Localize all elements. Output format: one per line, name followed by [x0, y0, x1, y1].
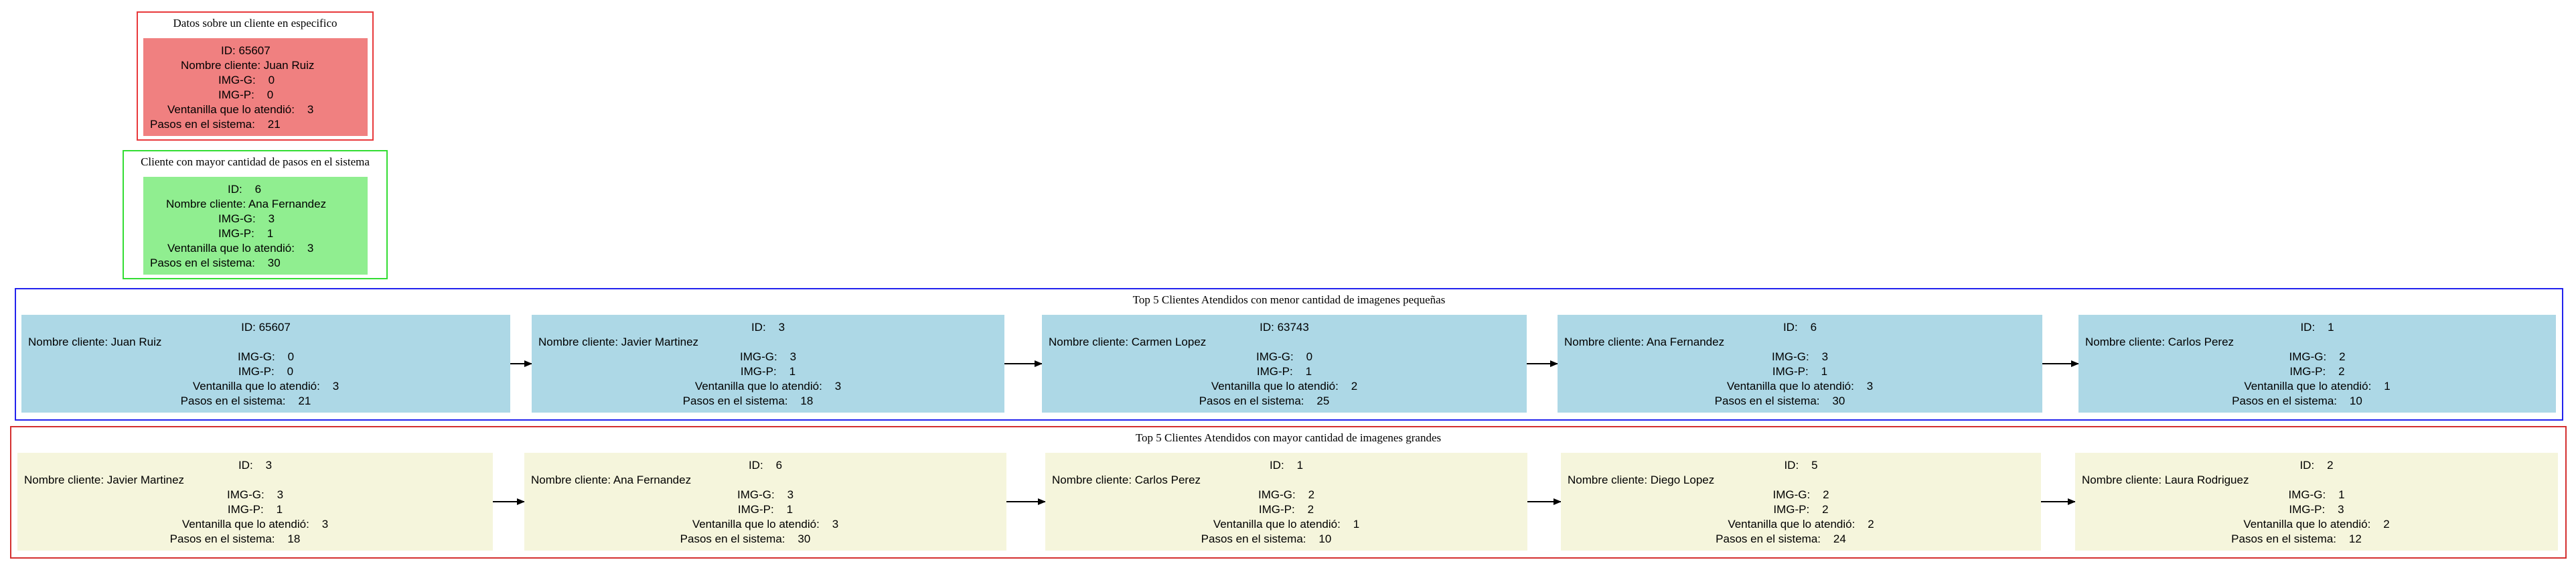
node-pasos: Pasos en el sistema: 10	[2232, 395, 2362, 407]
top-large-title: Top 5 Clientes Atendidos con mayor canti…	[1135, 431, 1442, 444]
node-imgg: IMG-G: 0	[237, 350, 295, 363]
node-ventanilla: Ventanilla que lo atendió: 2	[1728, 518, 1874, 530]
node-pasos: Pasos en el sistema: 30	[1714, 395, 1845, 407]
node-imgp: IMG-P: 3	[2289, 503, 2344, 516]
node-pasos: Pasos en el sistema: 10	[1201, 532, 1332, 545]
node-imgp: IMG-P: 1	[1256, 365, 1312, 378]
node-imgg: IMG-G: 0	[218, 74, 275, 86]
node-name: Nombre cliente: Diego Lopez	[1568, 474, 1715, 486]
node-imgp: IMG-P: 2	[1258, 503, 1314, 516]
node-id: ID: 6	[228, 183, 262, 196]
node-imgg: IMG-G: 2	[2289, 350, 2346, 363]
node-id: ID: 1	[1269, 459, 1304, 472]
node-name: Nombre cliente: Ana Fernandez	[1564, 336, 1725, 348]
node-id: ID: 5	[1784, 459, 1818, 472]
node-imgp: IMG-P: 1	[227, 503, 283, 516]
node-ventanilla: Ventanilla que lo atendió: 2	[2243, 518, 2390, 530]
node-ventanilla: Ventanilla que lo atendió: 3	[181, 518, 329, 530]
node-imgg: IMG-G: 0	[1256, 350, 1313, 363]
top-small-title: Top 5 Clientes Atendidos con menor canti…	[1132, 293, 1446, 306]
node-imgg: IMG-G: 3	[737, 488, 794, 501]
node-ventanilla: Ventanilla que lo atendió: 3	[694, 380, 842, 393]
node-imgg: IMG-G: 2	[1772, 488, 1829, 501]
node-ventanilla: Ventanilla que lo atendió: 3	[1726, 380, 1874, 393]
node-id: ID: 6	[748, 459, 783, 472]
node-id: ID: 6	[1783, 321, 1817, 334]
node-name: Nombre cliente: Juan Ruiz	[181, 59, 315, 72]
node-imgp: IMG-P: 2	[2289, 365, 2345, 378]
node-pasos: Pasos en el sistema: 30	[150, 257, 281, 269]
node-name: Nombre cliente: Javier Martinez	[24, 474, 185, 486]
node-name: Nombre cliente: Carmen Lopez	[1049, 336, 1207, 348]
node-imgp: IMG-P: 1	[1772, 365, 1828, 378]
node-imgg: IMG-G: 3	[218, 212, 275, 225]
specific-client-node: ID: 65607 Nombre cliente: Juan Ruiz IMG-…	[143, 38, 368, 136]
node-imgg: IMG-G: 3	[739, 350, 797, 363]
node-ventanilla: Ventanilla que lo atendió: 2	[1211, 380, 1358, 393]
node-id: ID: 63743	[1260, 321, 1309, 334]
node-imgp: IMG-P: 1	[740, 365, 796, 378]
node-pasos: Pasos en el sistema: 12	[2231, 532, 2362, 545]
node-ventanilla: Ventanilla que lo atendió: 3	[692, 518, 839, 530]
node-pasos: Pasos en el sistema: 24	[1716, 532, 1846, 545]
node-ventanilla: Ventanilla que lo atendió: 3	[167, 242, 314, 255]
node-name: Nombre cliente: Laura Rodriguez	[2082, 474, 2249, 486]
node-pasos: Pasos en el sistema: 30	[680, 532, 811, 545]
node-imgp: IMG-P: 1	[737, 503, 793, 516]
node-name: Nombre cliente: Juan Ruiz	[28, 336, 162, 348]
node-imgp: IMG-P: 2	[1773, 503, 1829, 516]
node-id: ID: 65607	[221, 44, 271, 57]
node-imgg: IMG-G: 3	[1771, 350, 1829, 363]
node-id: ID: 65607	[241, 321, 291, 334]
node-pasos: Pasos en el sistema: 18	[682, 395, 814, 407]
node-imgp: IMG-P: 0	[238, 365, 294, 378]
node-ventanilla: Ventanilla que lo atendió: 3	[192, 380, 339, 393]
node-ventanilla: Ventanilla que lo atendió: 3	[167, 103, 314, 116]
node-pasos: Pasos en el sistema: 21	[150, 118, 281, 131]
node-ventanilla: Ventanilla que lo atendió: 1	[2244, 380, 2391, 393]
node-ventanilla: Ventanilla que lo atendió: 1	[1213, 518, 1360, 530]
node-imgg: IMG-G: 3	[226, 488, 284, 501]
node-name: Nombre cliente: Carlos Perez	[1052, 474, 1201, 486]
node-imgp: IMG-P: 1	[218, 227, 274, 240]
node-id: ID: 2	[2299, 459, 2334, 472]
node-imgg: IMG-G: 1	[2288, 488, 2345, 501]
node-id: ID: 1	[2300, 321, 2334, 334]
max-steps-title: Cliente con mayor cantidad de pasos en e…	[141, 155, 370, 168]
node-name: Nombre cliente: Ana Fernandez	[166, 198, 327, 210]
node-imgg: IMG-G: 2	[1258, 488, 1315, 501]
node-pasos: Pasos en el sistema: 21	[180, 395, 311, 407]
node-imgp: IMG-P: 0	[218, 88, 274, 101]
node-name: Nombre cliente: Carlos Perez	[2085, 336, 2234, 348]
node-id: ID: 3	[751, 321, 785, 334]
node-pasos: Pasos en el sistema: 25	[1199, 395, 1330, 407]
max-steps-node: ID: 6 Nombre cliente: Ana Fernandez IMG-…	[143, 177, 368, 275]
specific-client-title: Datos sobre un cliente en especifico	[173, 17, 337, 29]
node-name: Nombre cliente: Ana Fernandez	[531, 474, 692, 486]
node-pasos: Pasos en el sistema: 18	[169, 532, 301, 545]
node-name: Nombre cliente: Javier Martinez	[538, 336, 699, 348]
node-id: ID: 3	[238, 459, 273, 472]
